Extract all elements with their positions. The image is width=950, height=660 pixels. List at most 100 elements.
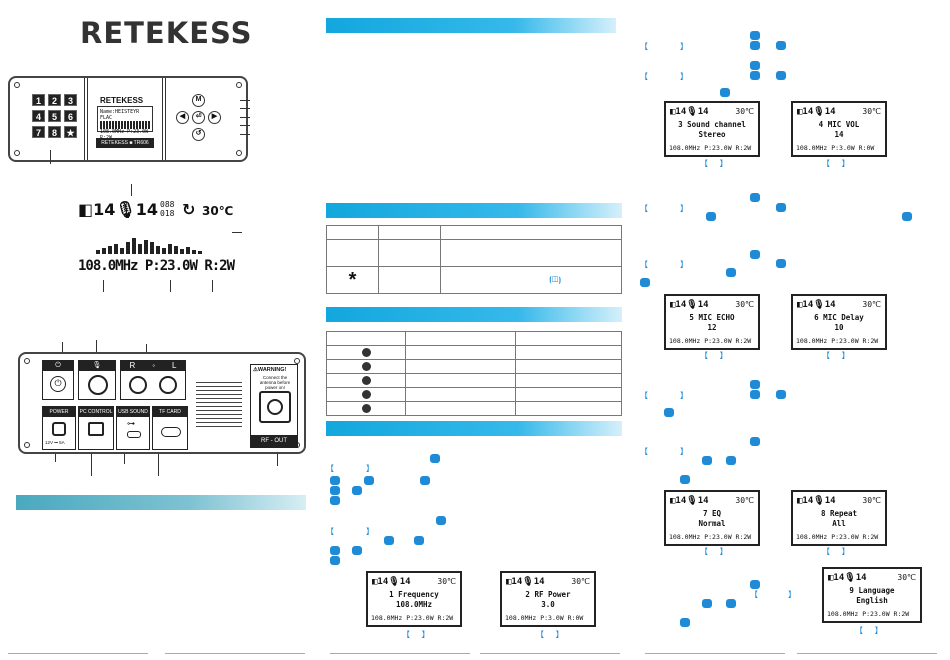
enter-button[interactable]: ⏎ bbox=[192, 111, 205, 124]
button-icon bbox=[330, 486, 340, 495]
button-icon bbox=[664, 408, 674, 417]
callout-line bbox=[103, 280, 104, 292]
section-header-bar bbox=[326, 203, 622, 218]
open-bracket: 【 bbox=[326, 527, 334, 536]
section-header-bar bbox=[16, 495, 306, 510]
menu-button[interactable]: M bbox=[192, 94, 205, 107]
right-button-icon bbox=[361, 376, 371, 386]
key-3[interactable]: 3 bbox=[64, 94, 77, 106]
screen-temperature: 30℃ bbox=[735, 496, 754, 505]
section-header-bar bbox=[326, 421, 622, 436]
screen-menu-value: 3.0 bbox=[541, 600, 555, 609]
button-icon bbox=[706, 212, 716, 221]
tf-card-slot[interactable] bbox=[161, 427, 181, 437]
mic-jack[interactable] bbox=[88, 375, 108, 395]
key-2[interactable]: 2 bbox=[48, 94, 61, 106]
screen-temperature: 30℃ bbox=[862, 107, 881, 116]
left-button[interactable]: ◀ bbox=[176, 111, 189, 124]
menu-screen-repeat: ◧14🎙14 30℃ 8 Repeat All 108.0MHz P:23.0W… bbox=[791, 490, 887, 546]
close-bracket: 】 bbox=[366, 527, 374, 536]
panel-divider bbox=[84, 78, 88, 160]
screw bbox=[24, 358, 30, 364]
screw bbox=[236, 150, 242, 156]
button-icon bbox=[384, 536, 394, 545]
repeat-indicator-icon: ⦗◫⦘ bbox=[549, 275, 561, 284]
screen-menu-title: 6 MIC Delay bbox=[814, 313, 864, 322]
dc-power-port[interactable] bbox=[52, 422, 66, 436]
button-icon bbox=[750, 250, 760, 259]
footer-rule bbox=[330, 653, 470, 654]
screw bbox=[294, 358, 300, 364]
r-jack[interactable] bbox=[129, 376, 147, 394]
button-icon bbox=[364, 476, 374, 485]
section-header-bar bbox=[326, 18, 616, 33]
screen-menu-title: 8 Repeat bbox=[820, 509, 858, 518]
screen-temperature: 30℃ bbox=[735, 107, 754, 116]
back-button-icon bbox=[361, 404, 371, 414]
screen-menu-value: Stereo bbox=[698, 130, 726, 139]
callout-line bbox=[96, 340, 97, 356]
screen-status: 108.0MHz P:23.0W R:2W bbox=[796, 533, 879, 541]
button-icon bbox=[420, 476, 430, 485]
panel-brand: RETEKESS bbox=[100, 96, 144, 105]
screen-caption: 【 】 bbox=[700, 547, 728, 556]
panel-divider bbox=[162, 78, 166, 160]
power-switch[interactable]: ⏻ bbox=[50, 376, 66, 392]
screen-levels: ◧14🎙14 bbox=[670, 496, 709, 506]
rf-connector[interactable] bbox=[259, 391, 291, 423]
button-icon bbox=[330, 546, 340, 555]
screen-caption: 【 】 bbox=[822, 159, 850, 168]
key-5[interactable]: 5 bbox=[48, 110, 61, 122]
model-plate: RETEKESS ■ TR606 bbox=[96, 138, 154, 148]
button-icon bbox=[702, 456, 712, 465]
open-bracket: 【 bbox=[750, 590, 758, 599]
callout-line bbox=[50, 150, 51, 164]
screen-menu-title: 5 MIC ECHO bbox=[689, 313, 735, 322]
antenna-block: ⚠WARNING! Connect the antenna before pow… bbox=[250, 364, 298, 448]
rf-out-label: RF - OUT bbox=[251, 435, 297, 447]
button-icon bbox=[726, 268, 736, 277]
footer-rule bbox=[165, 653, 305, 654]
back-button[interactable]: ↺ bbox=[192, 128, 205, 141]
rear-panel: ⏻ ⏻ 🎙 R◦L POWER 12V ⎓ 5A PC CONTROL USB … bbox=[18, 352, 306, 454]
menu-screen-sound-channel: ◧14🎙14 30℃ 3 Sound channel Stereo 108.0M… bbox=[664, 101, 760, 157]
usb-b-port[interactable] bbox=[88, 422, 104, 436]
button-icon bbox=[776, 259, 786, 268]
callout-line bbox=[240, 125, 250, 126]
screen-menu-value: 10 bbox=[834, 323, 844, 332]
l-jack[interactable] bbox=[159, 376, 177, 394]
screen-levels: ◧14🎙14 bbox=[797, 107, 836, 117]
screen-caption: 【 】 bbox=[822, 547, 850, 556]
lcd-power: P:23.0W bbox=[144, 258, 198, 274]
open-bracket: 【 bbox=[640, 42, 648, 51]
micro-usb-port[interactable] bbox=[127, 431, 141, 438]
button-icon bbox=[902, 212, 912, 221]
usb-icon: ⊶ bbox=[127, 419, 135, 428]
open-bracket: 【 bbox=[640, 391, 648, 400]
button-icon bbox=[352, 546, 362, 555]
screen-menu-title: 7 EQ bbox=[702, 509, 722, 518]
lcd-reflect: R:2W bbox=[204, 258, 235, 274]
button-icon bbox=[750, 580, 760, 589]
screen-levels: ◧14🎙14 bbox=[506, 577, 545, 587]
footer-rule bbox=[480, 653, 620, 654]
button-icon bbox=[750, 61, 760, 70]
button-icon bbox=[776, 71, 786, 80]
key-8[interactable]: 8 bbox=[48, 126, 61, 138]
key-star[interactable]: ★ bbox=[64, 126, 77, 138]
key-1[interactable]: 1 bbox=[32, 94, 45, 106]
screw bbox=[14, 82, 20, 88]
screen-menu-value: All bbox=[832, 519, 846, 528]
button-icon bbox=[330, 556, 340, 565]
callout-line bbox=[124, 454, 125, 464]
mic-icon: 🎙 bbox=[115, 200, 136, 219]
callout-line bbox=[240, 100, 250, 101]
screen-caption: 【 】 bbox=[536, 630, 564, 639]
key-6[interactable]: 6 bbox=[64, 110, 77, 122]
key-4[interactable]: 4 bbox=[32, 110, 45, 122]
callout-line bbox=[170, 280, 171, 292]
button-icon bbox=[330, 496, 340, 505]
screen-menu-title: 9 Language bbox=[849, 586, 895, 595]
right-button[interactable]: ▶ bbox=[208, 111, 221, 124]
key-7[interactable]: 7 bbox=[32, 126, 45, 138]
